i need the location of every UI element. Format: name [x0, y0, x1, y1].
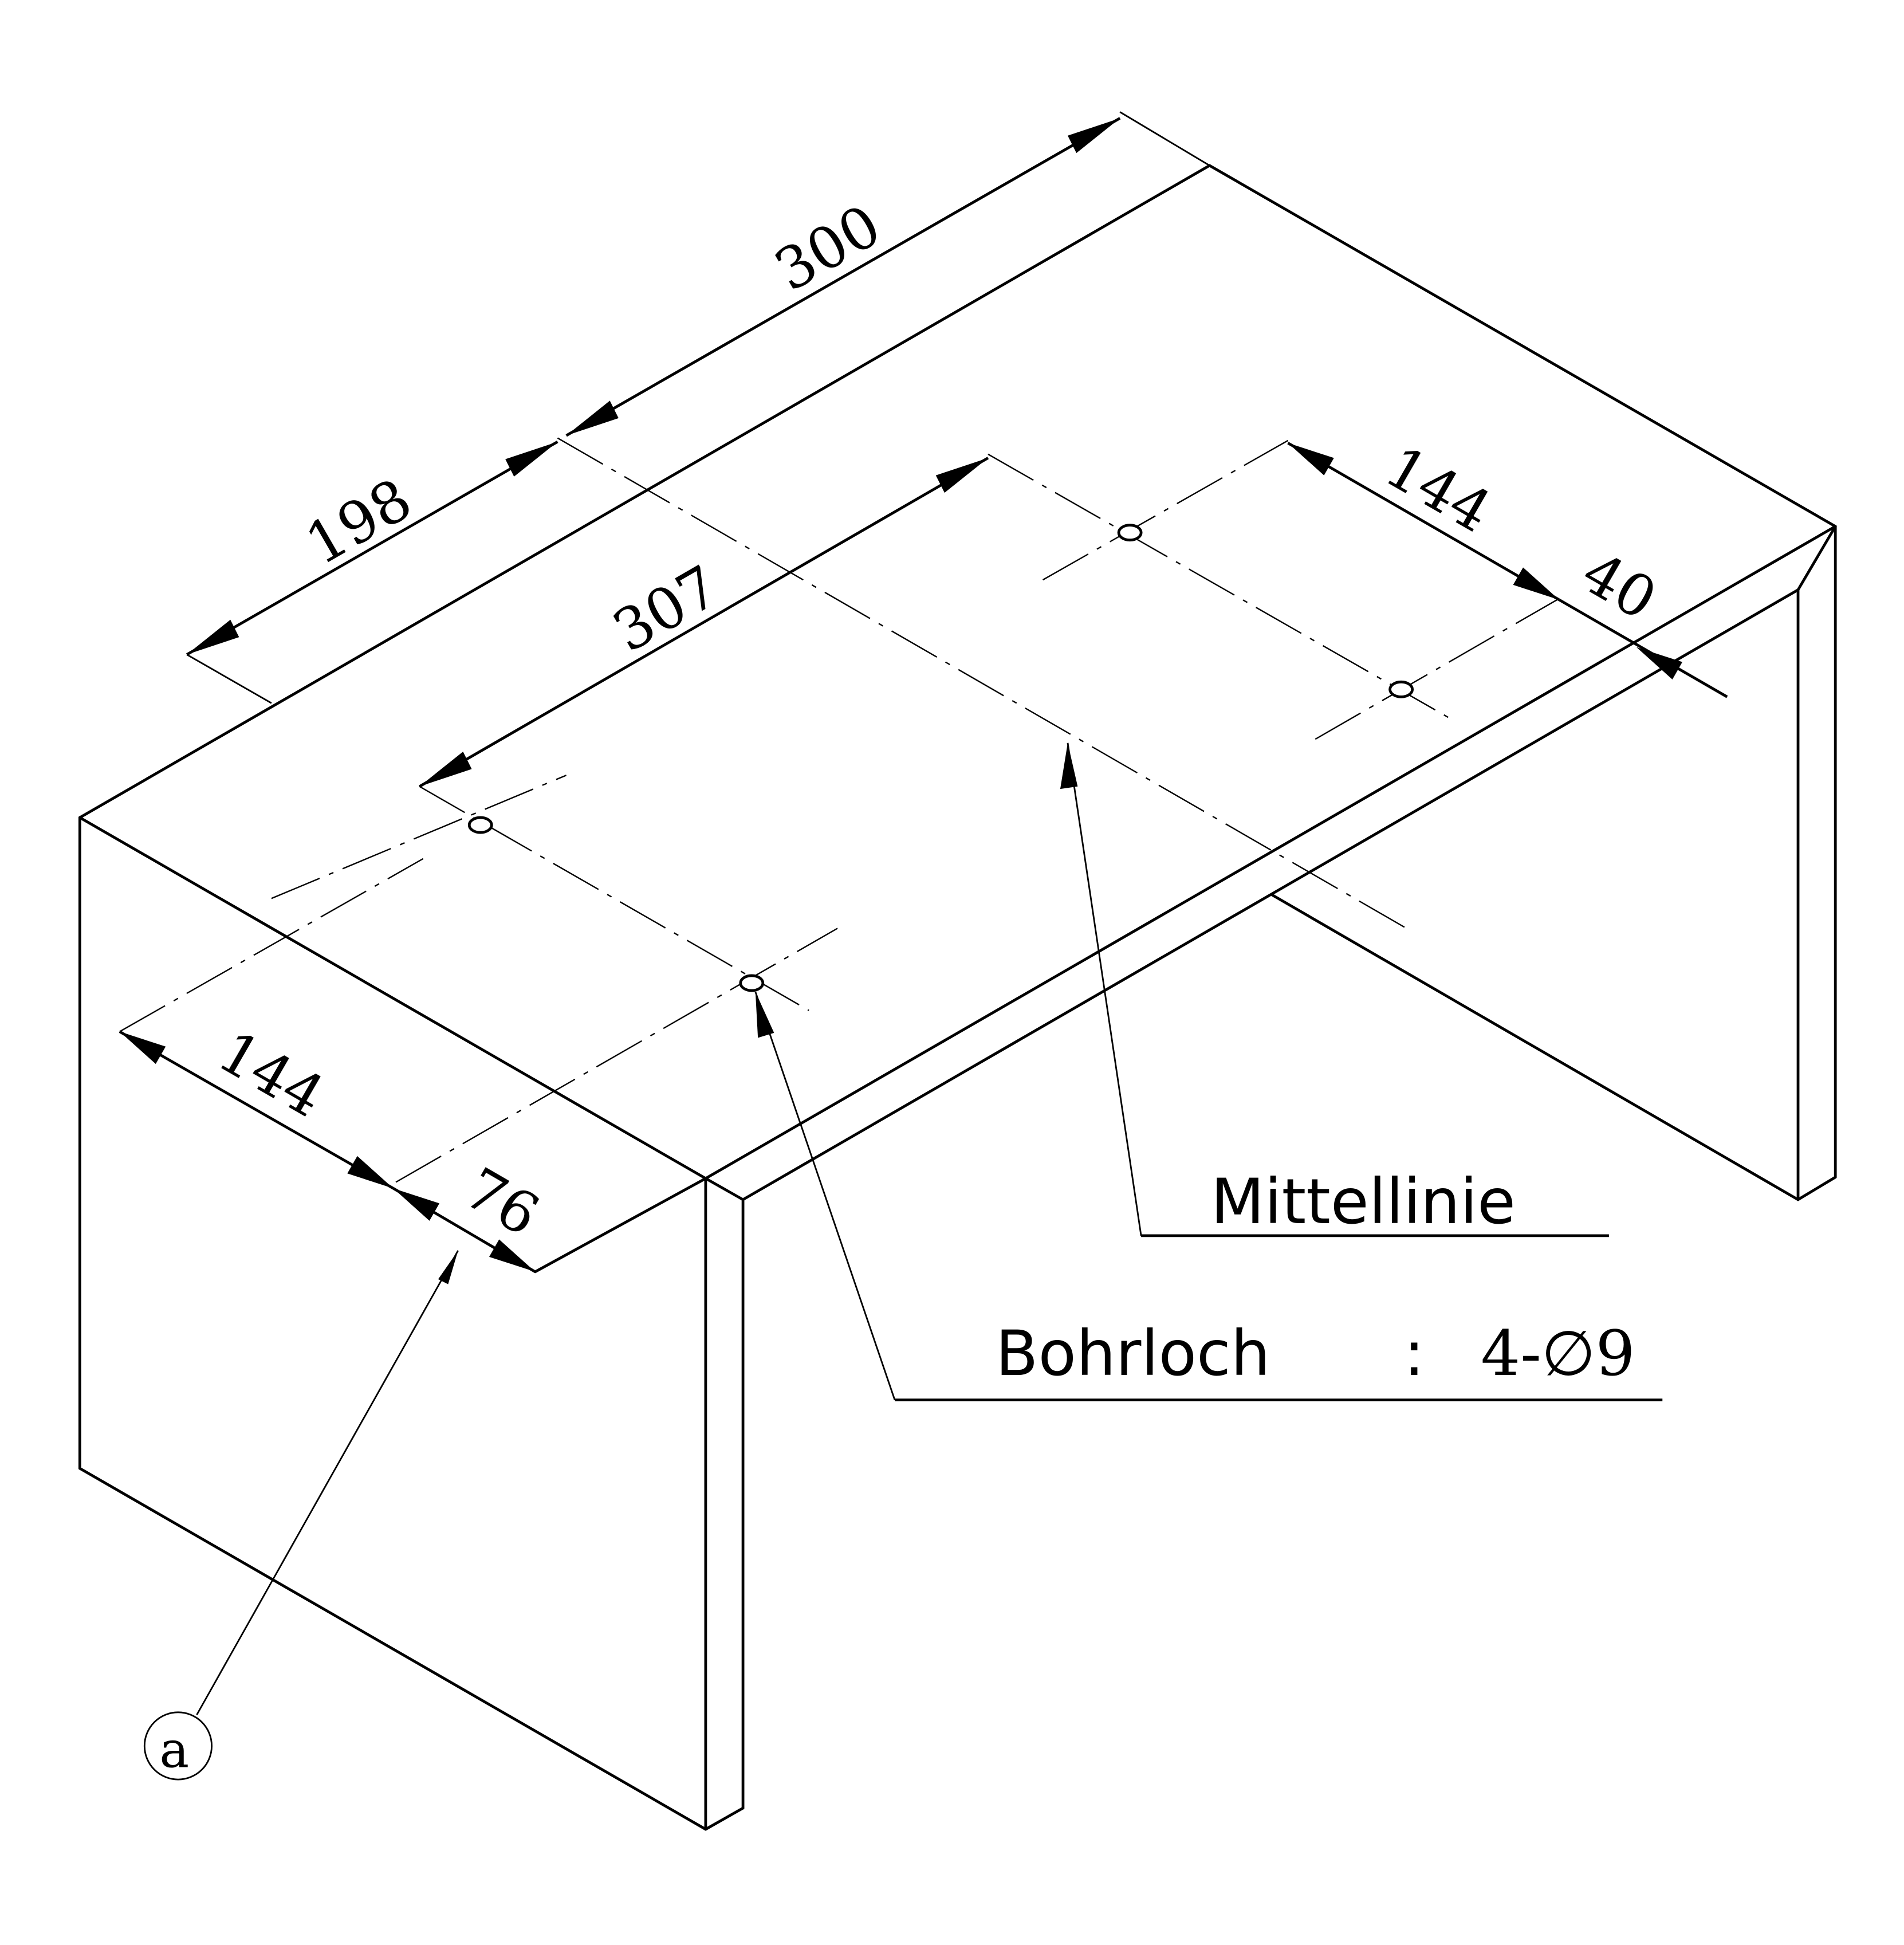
centerlines [119, 437, 1560, 1183]
drill-hole-icon [1117, 524, 1143, 542]
arrowhead-icon [347, 1156, 394, 1189]
centerline-label: Mittellinie [1211, 1165, 1516, 1238]
dimension-144-left: 144 [119, 1018, 394, 1190]
svg-text:40: 40 [1571, 539, 1668, 633]
svg-text:300: 300 [764, 192, 892, 305]
dimension-307: 307 [419, 457, 989, 788]
arrowhead-icon [393, 1188, 440, 1221]
drill-holes [467, 524, 1414, 992]
svg-text:198: 198 [294, 465, 423, 578]
drill-hole-callout: Bohrloch : 4-∅9 [754, 991, 1663, 1402]
drill-hole-icon [467, 816, 493, 834]
arrowhead-icon [1068, 118, 1120, 154]
dimension-300: 300 [565, 111, 1210, 437]
svg-text:76: 76 [454, 1155, 550, 1249]
arrowhead-icon [1060, 742, 1078, 789]
arrowhead-icon [566, 400, 619, 436]
arrowhead-icon [419, 751, 472, 787]
arrowhead-icon [489, 1239, 536, 1272]
arrowhead-icon [505, 442, 558, 477]
reference-circle-icon [143, 1711, 213, 1781]
table-body-outline [78, 164, 1837, 1831]
arrowhead-icon [119, 1031, 166, 1064]
svg-text:144: 144 [207, 1018, 336, 1131]
arrowhead-icon [1288, 443, 1334, 476]
reference-marker-letter: a [159, 1721, 189, 1779]
arrowhead-icon [187, 619, 239, 655]
drill-hole-icon [1388, 680, 1414, 698]
drill-hole-icon [739, 974, 765, 992]
reference-marker-callout: a [143, 1250, 459, 1781]
arrowhead-icon [438, 1250, 458, 1284]
main-centerline [557, 437, 1409, 930]
centerline-callout: Mittellinie [1060, 742, 1609, 1238]
svg-text:307: 307 [602, 552, 730, 665]
drill-hole-spec: 4-∅9 [1481, 1317, 1635, 1390]
drill-hole-label: Bohrloch [996, 1317, 1270, 1390]
drill-hole-separator: : [1403, 1317, 1425, 1390]
dimension-144-right: 144 [1287, 433, 1560, 602]
arrowhead-icon [1636, 647, 1683, 679]
dimension-40: 40 [1558, 539, 1728, 698]
arrowhead-icon [935, 458, 988, 493]
dimension-76: 76 [392, 1155, 707, 1274]
arrowhead-icon [1513, 567, 1559, 600]
arrowhead-icon [755, 992, 774, 1038]
